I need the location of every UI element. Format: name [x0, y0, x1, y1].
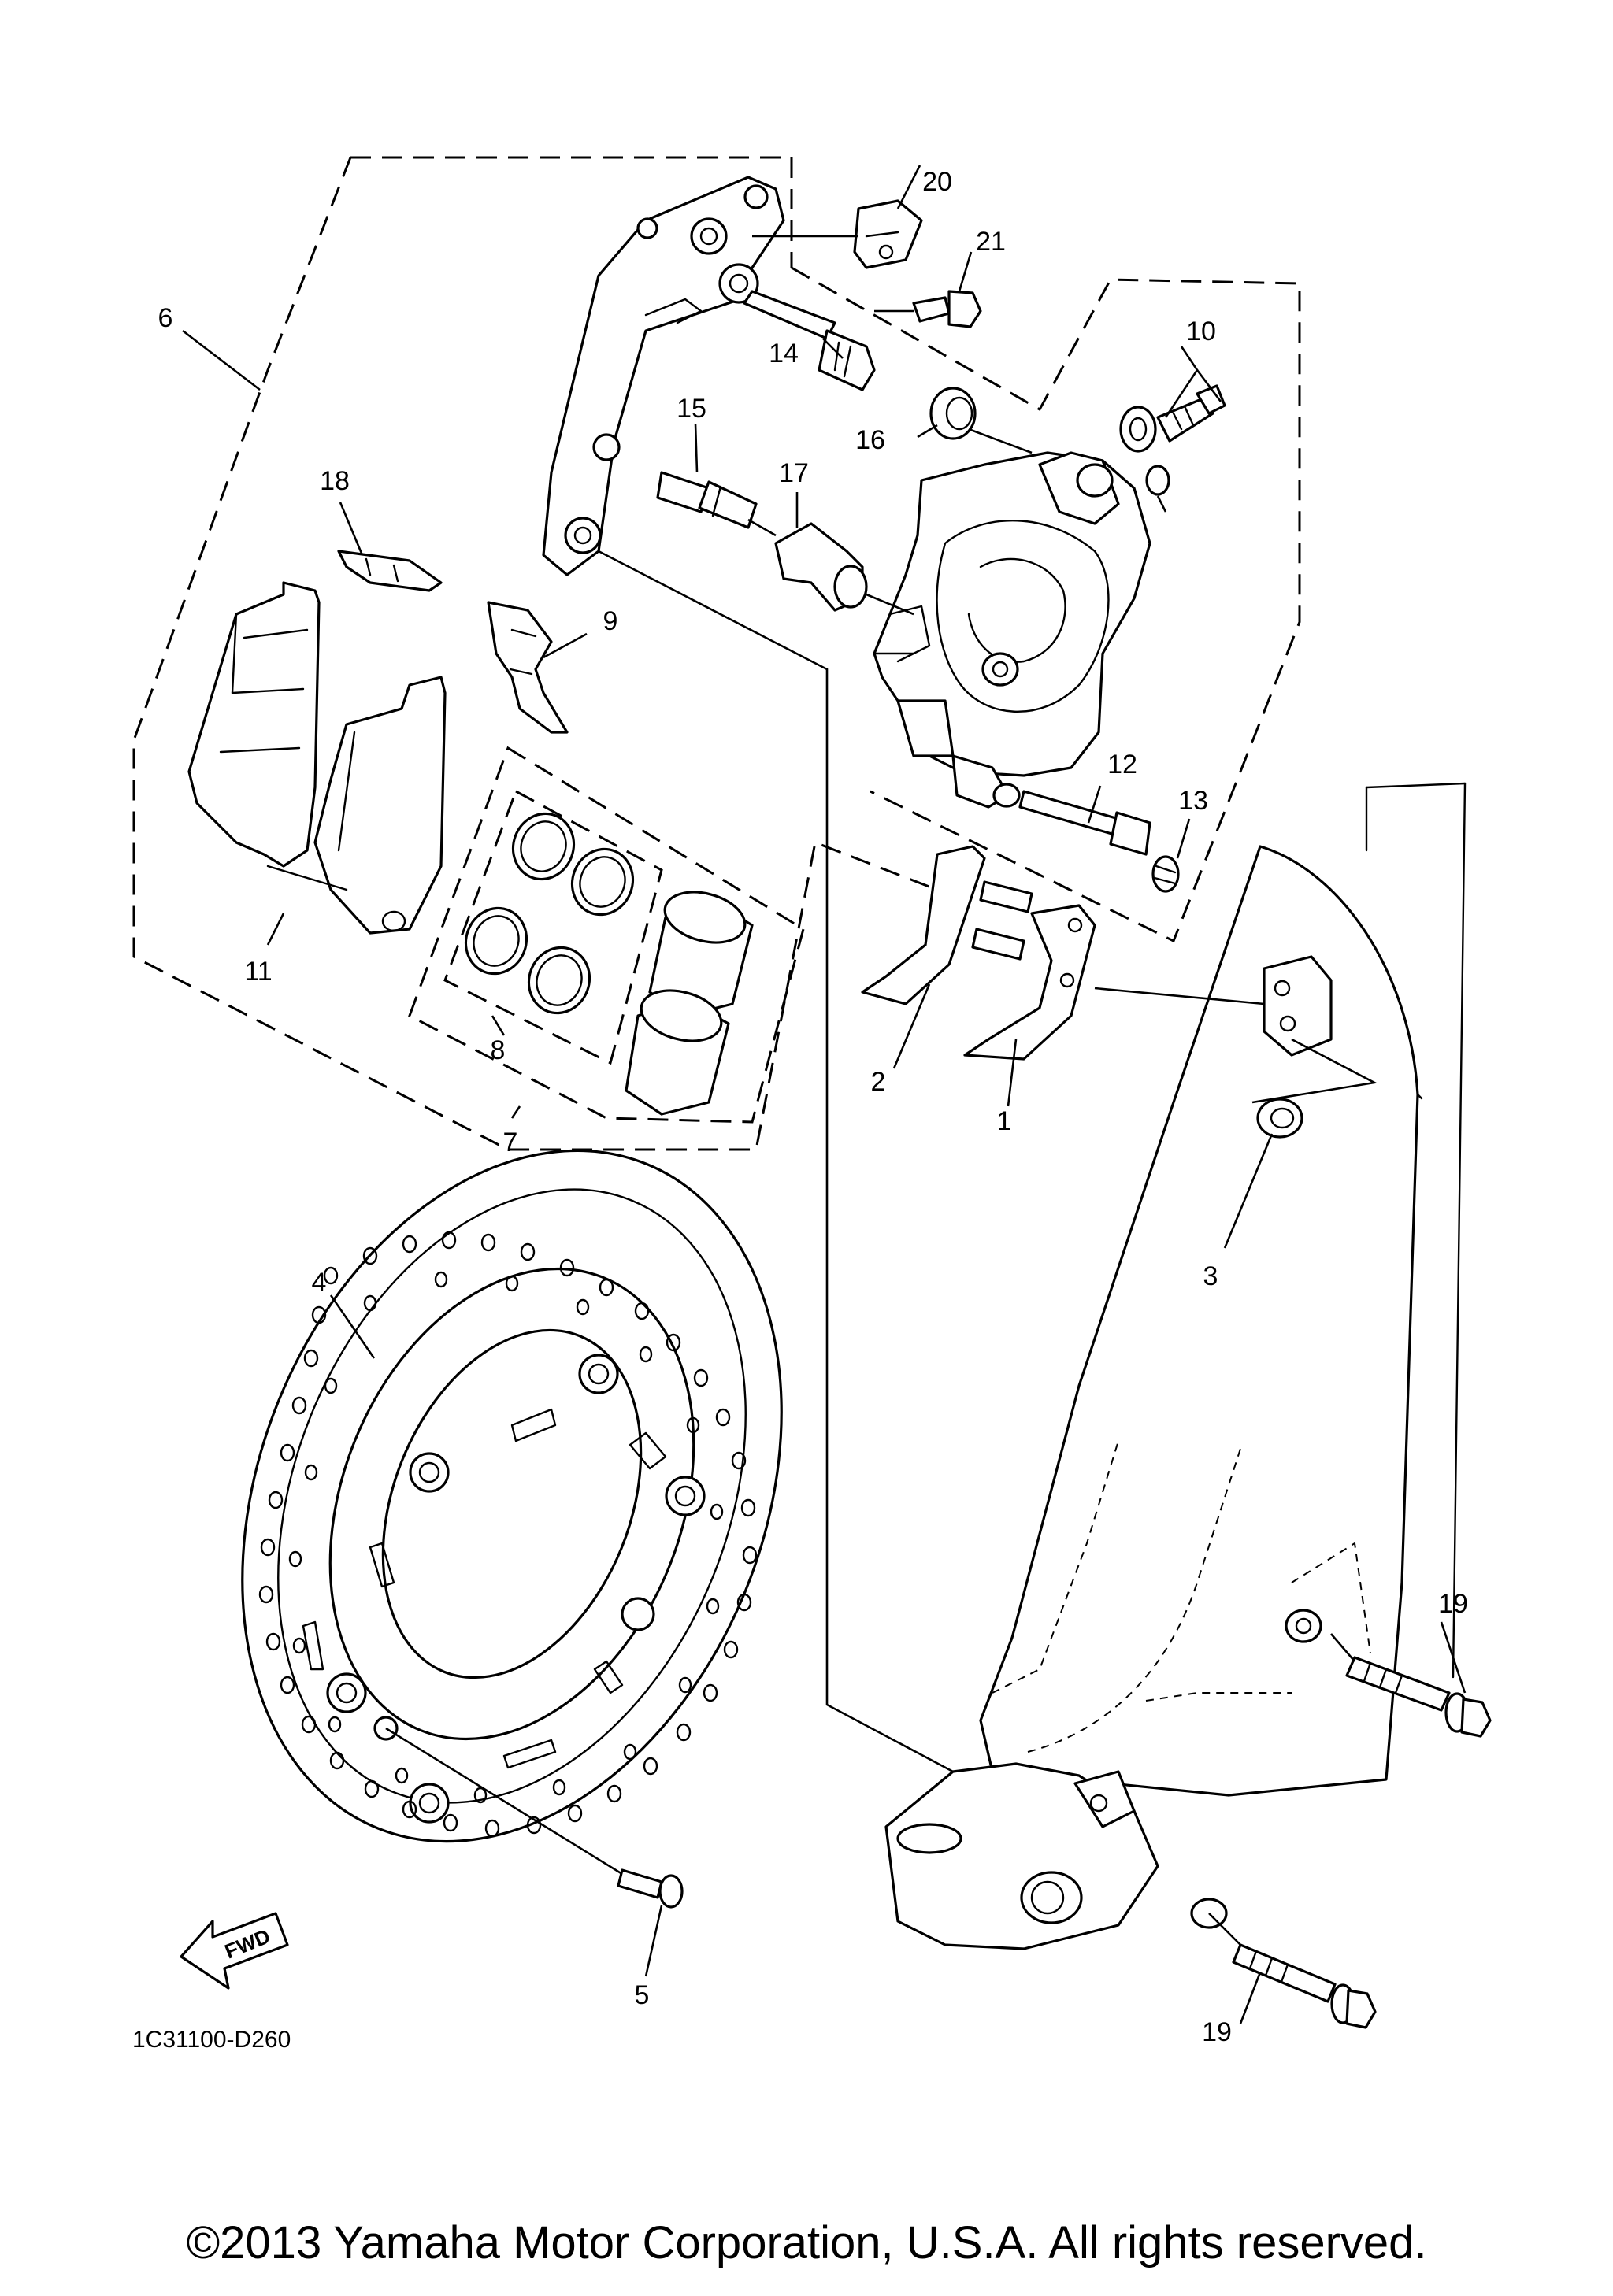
callout-15: 15 [677, 394, 706, 424]
bleed-screw-10 [1119, 384, 1226, 496]
pistons-7 [625, 891, 754, 1116]
group-outlines [132, 156, 1301, 1151]
drawing-code: 1C31100-D260 [132, 2027, 291, 2053]
callout-12: 12 [1107, 750, 1137, 780]
copyright-notice: ©2013 Yamaha Motor Corporation, U.S.A. A… [186, 2217, 1427, 2268]
seal-kit-8 [464, 812, 635, 1015]
callout-16: 16 [855, 425, 885, 455]
callout-7: 7 [503, 1128, 518, 1157]
brake-disc-4 [241, 1149, 783, 1843]
callout-2: 2 [871, 1067, 886, 1097]
callout-21: 21 [976, 227, 1006, 257]
brake-pads-11 [187, 581, 447, 935]
caliper-assembly [873, 451, 1151, 809]
guard-1 [963, 904, 1096, 1061]
bolt-5 [617, 1868, 684, 1909]
assembly-lines [182, 165, 1467, 2024]
pad-spring-9 [487, 601, 569, 734]
callout-19-upper: 19 [1438, 1589, 1468, 1619]
bolt-19-lower [1232, 1943, 1377, 2029]
callout-numbers: 1 2 3 4 5 6 7 8 9 10 11 12 13 14 15 16 1… [158, 167, 1468, 2047]
callout-18: 18 [320, 466, 350, 496]
boot-17 [774, 522, 868, 612]
callout-13: 13 [1178, 786, 1208, 816]
callout-14: 14 [769, 339, 799, 368]
pad-spring-20 [853, 199, 923, 269]
fwd-arrow: FWD [180, 1912, 289, 1990]
bolt-21 [912, 290, 982, 328]
boot-16 [929, 387, 977, 440]
pin-15 [656, 471, 758, 529]
callout-5: 5 [635, 1980, 650, 2010]
callout-19-lower: 19 [1202, 2017, 1232, 2047]
callout-9: 9 [603, 606, 618, 636]
callout-11: 11 [244, 957, 272, 987]
callout-3: 3 [1203, 1261, 1218, 1291]
callout-8: 8 [491, 1035, 506, 1065]
nut-3 [1256, 1098, 1303, 1139]
fork-leg [884, 782, 1467, 1950]
nut-13 [1151, 855, 1180, 893]
pin-12 [1018, 790, 1151, 856]
callout-17: 17 [779, 458, 809, 488]
callout-20: 20 [922, 167, 952, 197]
bolt-19-upper [1345, 1656, 1492, 1738]
disc-drill-holes [258, 1231, 758, 1838]
caliper-bracket [542, 176, 785, 576]
callout-6: 6 [158, 303, 173, 333]
callout-10: 10 [1186, 317, 1216, 346]
callout-4: 4 [312, 1268, 327, 1298]
callout-1: 1 [997, 1106, 1012, 1136]
clip-18 [337, 550, 443, 592]
pin-14 [743, 290, 876, 391]
guard-2 [861, 845, 1033, 1005]
